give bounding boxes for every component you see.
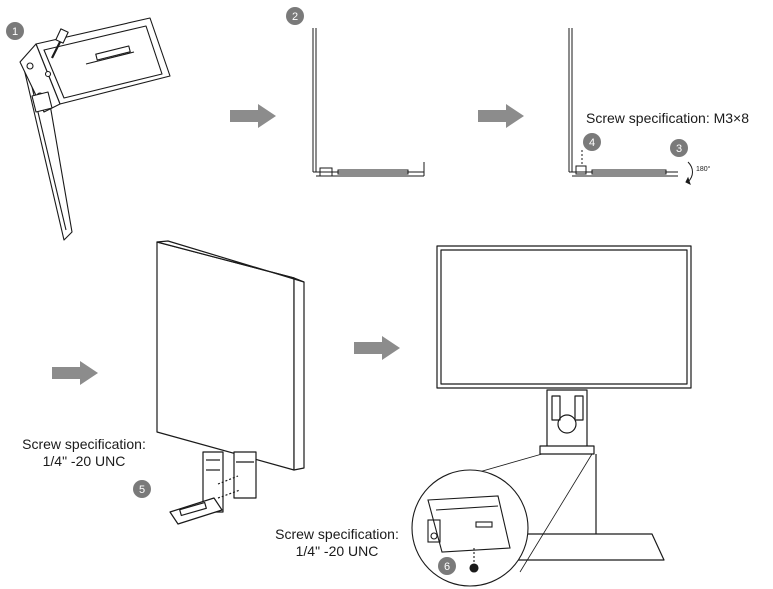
rotation-label: 180° xyxy=(696,166,711,173)
step1-bracket-illustration xyxy=(19,17,171,241)
step-number: 5 xyxy=(139,484,145,496)
screw-spec-unc-label-b: Screw specification: 1/4" -20 UNC xyxy=(266,526,408,560)
screw-spec-line2: 1/4" -20 UNC xyxy=(295,543,379,559)
screw-spec-line2: 1/4" -20 UNC xyxy=(42,453,126,469)
arrow-right-4 xyxy=(354,336,400,360)
step-number: 3 xyxy=(676,143,682,155)
screw-spec-unc-label-a: Screw specification: 1/4" -20 UNC xyxy=(14,436,154,470)
step6-monitor-on-stand xyxy=(429,245,692,573)
step-badge-6: 6 xyxy=(438,557,456,575)
step3-bracket-profile xyxy=(568,28,693,185)
step-number: 2 xyxy=(292,11,298,23)
step-number: 6 xyxy=(444,561,450,573)
screw-spec-m3-label: Screw specification: M3×8 xyxy=(586,110,750,126)
arrow-right-3 xyxy=(52,361,98,385)
step-badge-5: 5 xyxy=(133,480,151,498)
step5-monitor-back xyxy=(156,240,305,525)
step6-detail-callout xyxy=(411,469,529,587)
step2-bracket-profile xyxy=(312,28,425,177)
step-number: 4 xyxy=(589,137,595,149)
screw-spec-line1: Screw specification: xyxy=(275,526,399,542)
step-number: 1 xyxy=(12,26,18,38)
arrow-right-2 xyxy=(478,104,524,128)
screw-spec-line1: Screw specification: xyxy=(22,436,146,452)
step-badge-3: 3 xyxy=(670,139,688,157)
step-badge-1: 1 xyxy=(6,22,24,40)
step-badge-2: 2 xyxy=(286,7,304,25)
arrow-right-1 xyxy=(230,104,276,128)
step-badge-4: 4 xyxy=(583,133,601,151)
